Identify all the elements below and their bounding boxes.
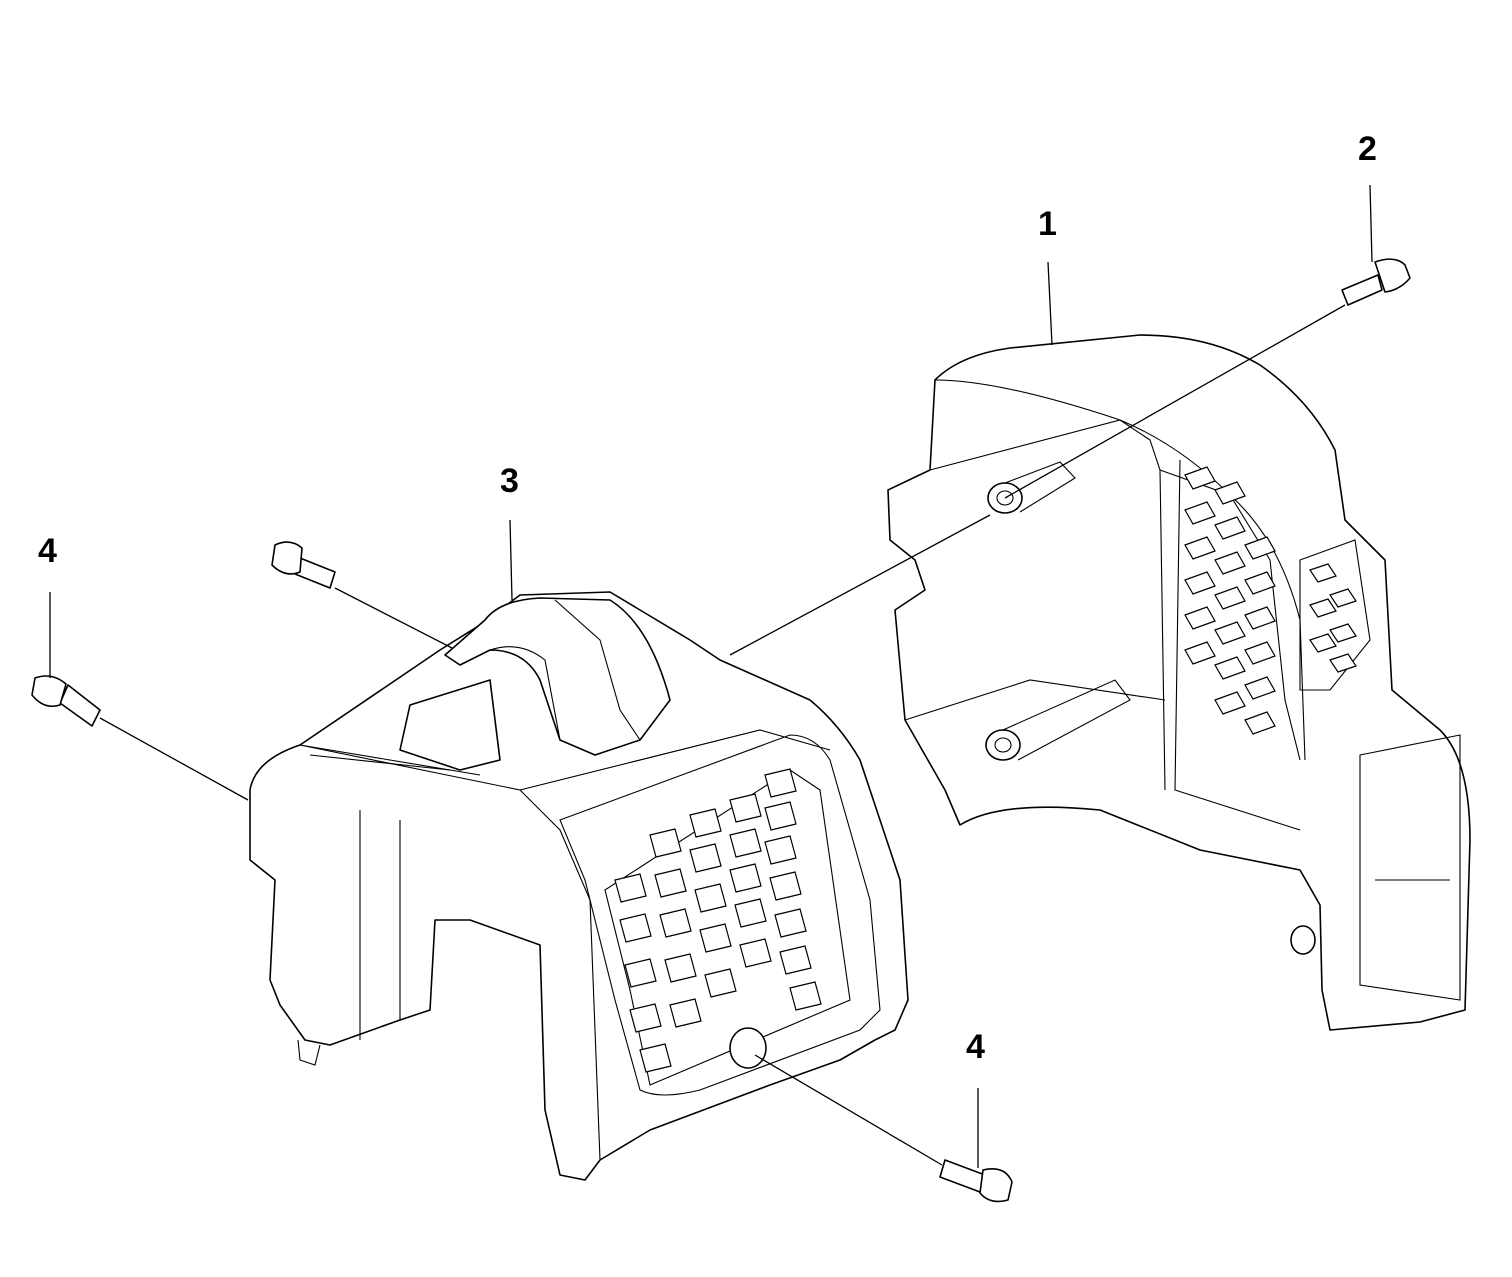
callout-4-left: 4 (38, 532, 57, 570)
screw-3 (271, 541, 336, 589)
callout-1: 1 (1038, 205, 1057, 243)
part-3-front-cover (249, 591, 909, 1181)
callout-3: 3 (500, 462, 519, 500)
callout-2: 2 (1358, 130, 1377, 168)
screw-2 (1341, 258, 1411, 306)
screw-4-left (31, 675, 101, 727)
leader-lines (49, 184, 1373, 1168)
callout-4-bottom: 4 (966, 1028, 985, 1066)
part-1-rear-cover (887, 334, 1471, 1031)
part-1-vent-grid (1184, 466, 1357, 735)
screw-4-bottom (939, 1159, 1013, 1203)
part-3-vent-grid (614, 768, 822, 1073)
